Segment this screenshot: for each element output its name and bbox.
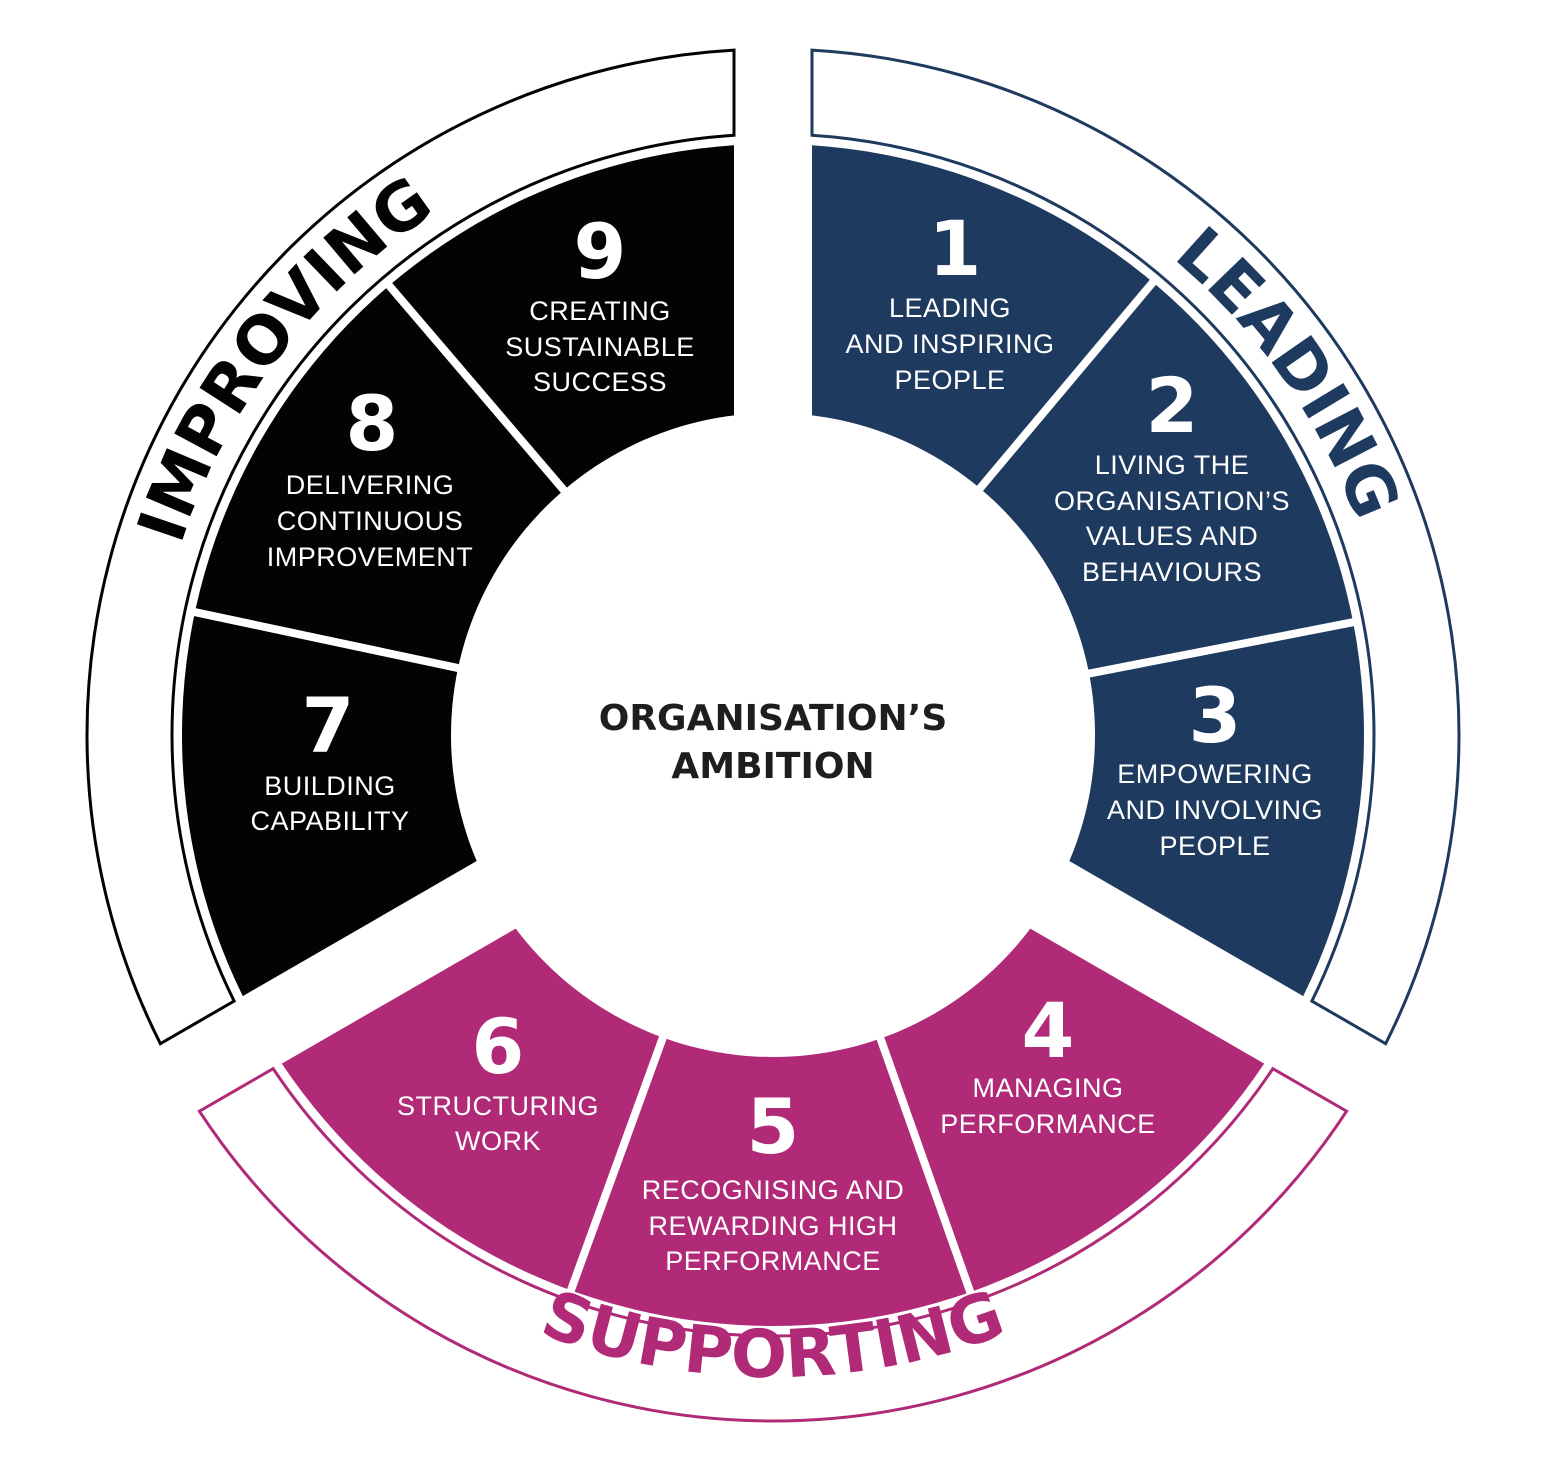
segment-label-line: LEADING (889, 293, 1011, 323)
segment-number: 4 (1022, 986, 1075, 1075)
improving-band (85, 48, 736, 1046)
segment-label-line: PERFORMANCE (940, 1109, 1156, 1139)
segment-divider (1068, 617, 1358, 682)
improving-segment-group (181, 145, 734, 997)
segment-label-line: BUILDING (264, 771, 396, 801)
segment-number: 2 (1146, 361, 1199, 450)
segment-label-line: PEOPLE (894, 365, 1005, 395)
segment-5-recognising-and-rewarding[interactable]: 5 RECOGNISING AND REWARDING HIGH PERFORM… (642, 1082, 905, 1276)
segment-number: 7 (302, 681, 355, 770)
segment-label-line: LIVING THE (1095, 450, 1250, 480)
segment-number: 9 (574, 207, 627, 296)
segment-label-line: CAPABILITY (250, 806, 409, 836)
segment-label-line: AND INSPIRING (845, 329, 1054, 359)
segment-2-living-values[interactable]: 2 LIVING THE ORGANISATION’S VALUES AND B… (1054, 361, 1290, 587)
segment-9-creating-sustainable-success[interactable]: 9 CREATING SUSTAINABLE SUCCESS (505, 207, 695, 397)
segment-label-line: CONTINUOUS (277, 506, 464, 536)
segment-label-line: EMPOWERING (1117, 759, 1313, 789)
segment-1-leading-and-inspiring-people[interactable]: 1 LEADING AND INSPIRING PEOPLE (845, 204, 1054, 395)
segment-4-managing-performance[interactable]: 4 MANAGING PERFORMANCE (940, 986, 1156, 1139)
segment-label-line: WORK (455, 1126, 541, 1156)
segment-number: 3 (1189, 671, 1242, 760)
center-title-line-1: ORGANISATION’S (599, 698, 948, 739)
center-title-line-2: AMBITION (671, 746, 874, 787)
segment-divider (565, 1017, 674, 1296)
segment-label-line: IMPROVEMENT (267, 542, 474, 572)
segment-label-line: VALUES AND (1086, 521, 1259, 551)
segment-divider (964, 276, 1159, 507)
segment-divider (870, 1018, 976, 1298)
segment-label-line: PEOPLE (1159, 831, 1270, 861)
segment-label-line: ORGANISATION’S (1054, 486, 1290, 516)
segment-label-line: REWARDING HIGH (649, 1211, 898, 1241)
supporting-band (197, 1066, 1349, 1423)
center-ambition: ORGANISATION’S AMBITION (599, 698, 948, 787)
segment-label-line: SUSTAINABLE (505, 332, 695, 362)
segment-divider (383, 279, 580, 508)
segment-label-line: BEHAVIOURS (1082, 557, 1262, 587)
segment-dividers (190, 276, 1358, 1298)
leading-band (810, 48, 1461, 1046)
segment-label-line: SUCCESS (533, 367, 667, 397)
segment-number: 6 (472, 1002, 525, 1091)
segment-label-line: STRUCTURING (397, 1091, 599, 1121)
segment-label-line: PERFORMANCE (665, 1246, 881, 1276)
segment-7-building-capability[interactable]: 7 BUILDING CAPABILITY (250, 681, 409, 836)
segment-number: 8 (346, 379, 399, 468)
segment-label-line: DELIVERING (286, 470, 455, 500)
segment-number: 1 (929, 204, 982, 293)
segment-label-line: MANAGING (972, 1073, 1123, 1103)
segment-number: 5 (747, 1082, 800, 1171)
leading-segment-group (812, 145, 1364, 997)
segment-label-line: CREATING (529, 296, 671, 326)
segment-3-empowering-and-involving-people[interactable]: 3 EMPOWERING AND INVOLVING PEOPLE (1107, 671, 1323, 861)
supporting-segment-group (281, 928, 1265, 1326)
segment-divider (190, 607, 479, 677)
segment-label-line: RECOGNISING AND (642, 1175, 905, 1205)
segment-8-delivering-continuous-improvement[interactable]: 8 DELIVERING CONTINUOUS IMPROVEMENT (267, 379, 474, 572)
segment-label-line: AND INVOLVING (1107, 795, 1323, 825)
segment-6-structuring-work[interactable]: 6 STRUCTURING WORK (397, 1002, 599, 1156)
